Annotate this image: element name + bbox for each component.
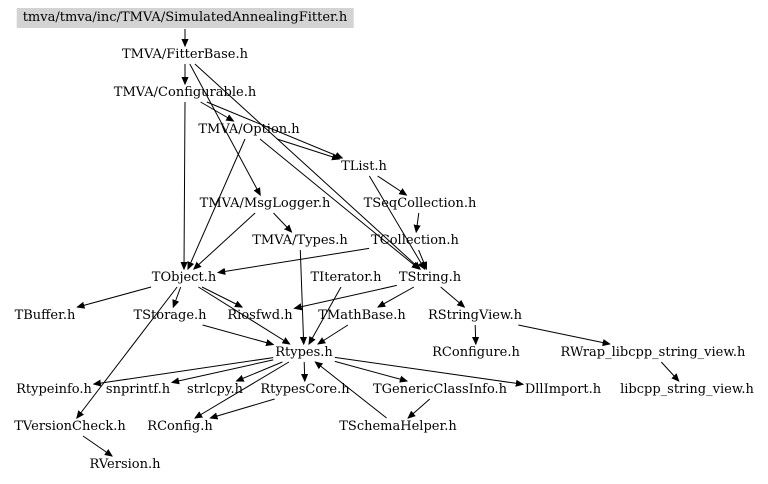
edge-rtypes-to-tgenericclassinfo [334, 360, 407, 381]
edge-configurable-to-tobject [184, 101, 185, 269]
node-rconfigure[interactable]: RConfigure.h [432, 345, 520, 360]
node-rtypeinfo[interactable]: Rtypeinfo.h [16, 382, 92, 397]
edge-tstring-to-riosfwd [295, 284, 397, 308]
edge-tlist-to-tseqcollection [377, 175, 407, 195]
edge-msglogger-to-tobject [194, 212, 256, 269]
node-rversion[interactable]: RVersion.h [89, 457, 161, 472]
node-rtypescore[interactable]: RtypesCore.h [260, 382, 350, 397]
node-rtypes[interactable]: Rtypes.h [275, 345, 333, 360]
edge-configurable-to-option [200, 101, 234, 121]
node-tcollection[interactable]: TCollection.h [371, 233, 459, 248]
node-fitterbase[interactable]: TMVA/FitterBase.h [122, 47, 248, 62]
node-tobject[interactable]: TObject.h [151, 270, 217, 285]
node-types[interactable]: TMVA/Types.h [252, 233, 348, 248]
node-option[interactable]: TMVA/Option.h [198, 122, 300, 137]
node-tstring[interactable]: TString.h [398, 270, 462, 285]
edge-rtypes-to-rtypescore [304, 361, 305, 381]
edge-rstringview-to-rwrap [518, 324, 609, 344]
edge-fitterbase-to-tstring [194, 63, 420, 269]
node-tseqcollection[interactable]: TSeqCollection.h [363, 196, 477, 211]
edge-tcollection-to-tobject [218, 247, 370, 272]
edge-tmathbase-to-rtypes [318, 324, 349, 344]
edge-types-to-rtypes [300, 249, 303, 344]
edge-rstringview-to-rconfigure [475, 324, 476, 344]
edge-tobject-to-tbuffer [77, 286, 152, 307]
node-rconfig[interactable]: RConfig.h [147, 419, 213, 434]
edge-msglogger-to-types [273, 212, 292, 232]
edge-tobject-to-rtypes [198, 286, 289, 344]
edge-option-to-tstring [259, 138, 419, 269]
node-msglogger[interactable]: TMVA/MsgLogger.h [199, 196, 331, 211]
node-tlist[interactable]: TList.h [341, 159, 387, 174]
edge-rtypes-to-dllimport [334, 356, 523, 384]
node-rwrap-libcpp[interactable]: RWrap_libcpp_string_view.h [560, 345, 746, 360]
edge-option-to-tobject [188, 138, 246, 269]
edge-rtypes-to-rconfig [195, 361, 290, 418]
node-snprintf[interactable]: snprintf.h [105, 382, 171, 397]
edge-tstring-to-tmathbase [378, 286, 415, 307]
edge-option-to-tlist [276, 138, 339, 159]
edge-tstorage-to-rtypes [202, 324, 274, 345]
edge-rtypes-to-strlcpy [237, 361, 283, 381]
edge-tstring-to-rstringview [440, 286, 465, 307]
edge-tgenericclassinfo-to-tschemahelper [408, 398, 431, 418]
node-tversioncheck[interactable]: TVersionCheck.h [14, 419, 126, 434]
node-tschemahelper[interactable]: TSchemaHelper.h [339, 419, 457, 434]
edge-tobject-to-riosfwd [201, 286, 242, 307]
node-tmathbase[interactable]: TMathBase.h [318, 308, 406, 323]
edge-configurable-to-tlist [206, 101, 342, 158]
edge-tversioncheck-to-rversion [82, 435, 112, 456]
node-rstringview[interactable]: RStringView.h [427, 308, 523, 323]
edge-tobject-to-tstorage [173, 286, 182, 307]
node-libcpp-string-view[interactable]: libcpp_string_view.h [620, 382, 754, 397]
edge-tseqcollection-to-tcollection [416, 212, 419, 232]
node-titerator[interactable]: TIterator.h [310, 270, 382, 285]
node-tgenericclassinfo[interactable]: TGenericClassInfo.h [372, 382, 508, 397]
edge-titerator-to-rtypes [309, 286, 342, 344]
node-strlcpy[interactable]: strlcpy.h [187, 382, 243, 397]
node-dllimport[interactable]: DllImport.h [524, 382, 602, 397]
edge-rtypescore-to-rconfig [210, 398, 275, 418]
node-configurable[interactable]: TMVA/Configurable.h [113, 85, 257, 100]
edge-tschemahelper-to-rtypes [315, 362, 387, 419]
edge-tobject-to-tversioncheck [77, 286, 178, 418]
node-tstorage[interactable]: TStorage.h [133, 308, 207, 323]
edge-tlist-to-tstring [368, 175, 424, 269]
edge-tcollection-to-tstring [418, 249, 427, 269]
node-tbuffer[interactable]: TBuffer.h [14, 308, 76, 323]
edge-rtypes-to-snprintf [172, 359, 274, 383]
edge-rwrap-to-libcpp [660, 361, 678, 381]
edge-rtypes-to-rtypeinfo [94, 357, 274, 385]
node-root-file[interactable]: tmva/tmva/inc/TMVA/SimulatedAnnealingFit… [16, 8, 354, 28]
node-riosfwd[interactable]: Riosfwd.h [227, 308, 293, 323]
edge-fitterbase-to-msglogger [189, 63, 260, 195]
